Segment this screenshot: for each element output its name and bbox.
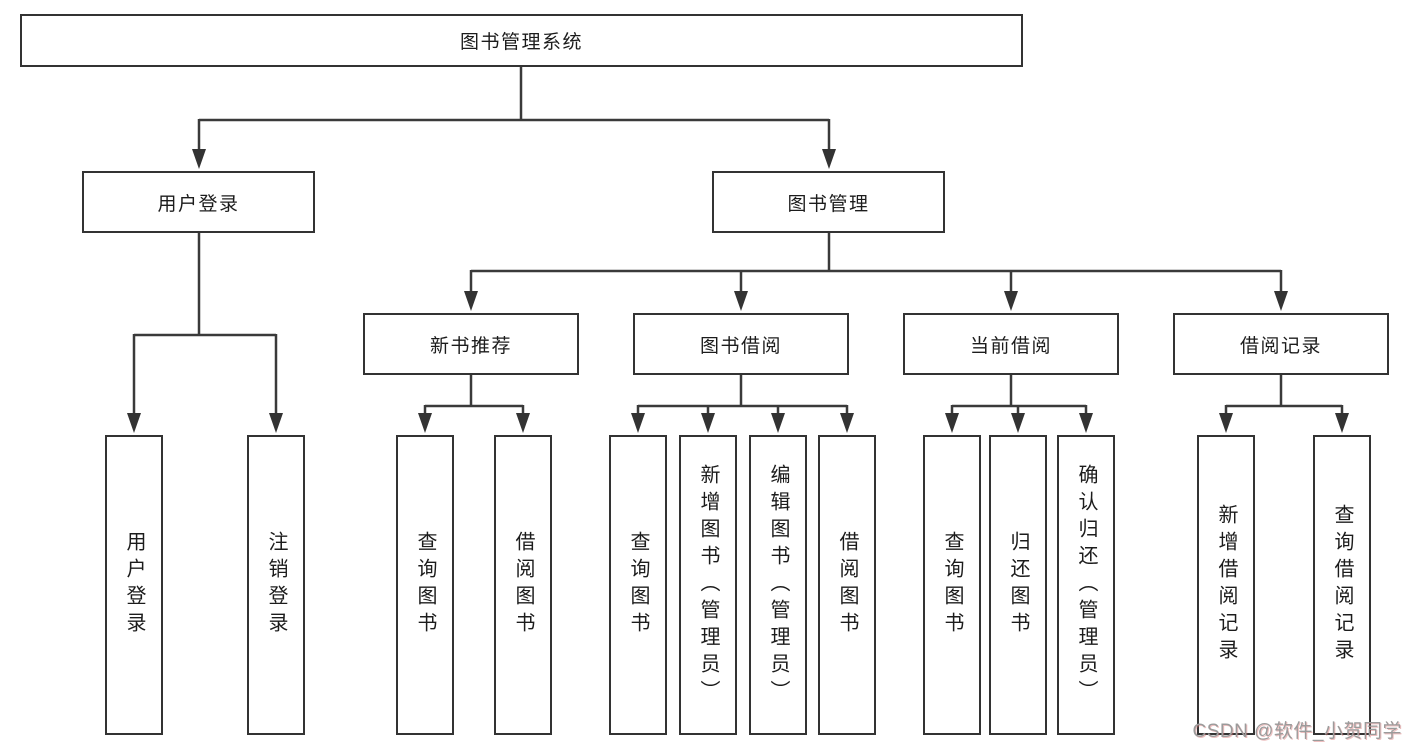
leaf-user-login: 用户登录	[105, 435, 163, 735]
leaf-user-login-label: 用户登录	[123, 531, 145, 639]
leaf-add-book-admin: 新增图书（管理员）	[679, 435, 737, 735]
leaf-confirm-return-label: 确认归还（管理员）	[1075, 463, 1097, 707]
arrowhead-new-book-rec	[464, 291, 478, 311]
leaf-add-borrow-record-label: 新增借阅记录	[1215, 504, 1237, 666]
arrowhead-current-borrow	[1004, 291, 1018, 311]
arrowhead-l4-query-book-2	[631, 413, 645, 433]
node-book-borrowing: 图书借阅	[633, 313, 849, 375]
leaf-query-book-under-recommend: 查询图书	[396, 435, 454, 735]
csdn-watermark: CSDN @软件_小贺同学	[1192, 721, 1402, 742]
arrowhead-l4-borrow-book-1	[516, 413, 530, 433]
node-current-borrowing: 当前借阅	[903, 313, 1119, 375]
connector-user-login-children	[132, 232, 278, 415]
leaf-query-book-under-current: 查询图书	[923, 435, 981, 735]
arrowhead-l4-logout	[269, 413, 283, 433]
node-book-management-label: 图书管理	[787, 193, 870, 215]
leaf-borrow-book-2-label: 借阅图书	[836, 531, 858, 639]
connector-root-to-level2	[197, 67, 831, 150]
connector-book-borrow-children	[636, 374, 849, 415]
arrowhead-book-mgmt	[822, 149, 836, 169]
connector-book-mgmt-children	[469, 232, 1283, 293]
leaf-return-book: 归还图书	[989, 435, 1047, 735]
arrowhead-l4-confirm-return	[1079, 413, 1093, 433]
arrowhead-l4-borrow-book-2	[840, 413, 854, 433]
arrowhead-l4-add-book	[701, 413, 715, 433]
node-current-borrowing-label: 当前借阅	[969, 335, 1052, 357]
leaf-add-borrow-record: 新增借阅记录	[1197, 435, 1255, 735]
arrowhead-l4-query-borrow-record	[1335, 413, 1349, 433]
arrowhead-l4-query-book-3	[945, 413, 959, 433]
node-new-book-recommend-label: 新书推荐	[429, 335, 512, 357]
leaf-logout-label: 注销登录	[265, 531, 287, 639]
leaf-query-book-3-label: 查询图书	[941, 531, 963, 639]
node-root-library-system: 图书管理系统	[20, 14, 1023, 67]
connector-new-book-rec-children	[423, 374, 525, 415]
arrowhead-l4-add-borrow-record	[1219, 413, 1233, 433]
leaf-return-book-label: 归还图书	[1007, 531, 1029, 639]
leaf-borrow-book-under-borrowing: 借阅图书	[818, 435, 876, 735]
node-user-login-label: 用户登录	[157, 193, 240, 215]
leaf-logout: 注销登录	[247, 435, 305, 735]
node-borrowing-records-label: 借阅记录	[1239, 335, 1322, 357]
leaf-edit-book-label: 编辑图书（管理员）	[767, 463, 789, 707]
arrowhead-l4-edit-book	[771, 413, 785, 433]
leaf-confirm-return-admin: 确认归还（管理员）	[1057, 435, 1115, 735]
node-book-borrowing-label: 图书借阅	[699, 335, 782, 357]
leaf-query-book-1-label: 查询图书	[414, 531, 436, 639]
leaf-query-book-2-label: 查询图书	[627, 531, 649, 639]
node-borrowing-records: 借阅记录	[1173, 313, 1389, 375]
arrowhead-user-login	[192, 149, 206, 169]
node-root-label: 图书管理系统	[459, 32, 583, 53]
leaf-edit-book-admin: 编辑图书（管理员）	[749, 435, 807, 735]
arrowhead-borrow-records	[1274, 291, 1288, 311]
connector-borrow-records-children	[1224, 374, 1344, 415]
arrowhead-l4-user-login	[127, 413, 141, 433]
leaf-borrow-book-under-recommend: 借阅图书	[494, 435, 552, 735]
node-book-management: 图书管理	[712, 171, 945, 233]
leaf-query-borrow-record-label: 查询借阅记录	[1331, 504, 1353, 666]
arrowhead-l4-return-book	[1011, 413, 1025, 433]
arrowhead-l4-query-book-1	[418, 413, 432, 433]
connector-current-borrow-children	[950, 374, 1088, 415]
leaf-add-book-label: 新增图书（管理员）	[697, 463, 719, 707]
leaf-query-borrow-record: 查询借阅记录	[1313, 435, 1371, 735]
node-user-login: 用户登录	[82, 171, 315, 233]
arrowhead-book-borrow	[734, 291, 748, 311]
node-new-book-recommend: 新书推荐	[363, 313, 579, 375]
leaf-query-book-under-borrowing: 查询图书	[609, 435, 667, 735]
leaf-borrow-book-1-label: 借阅图书	[512, 531, 534, 639]
